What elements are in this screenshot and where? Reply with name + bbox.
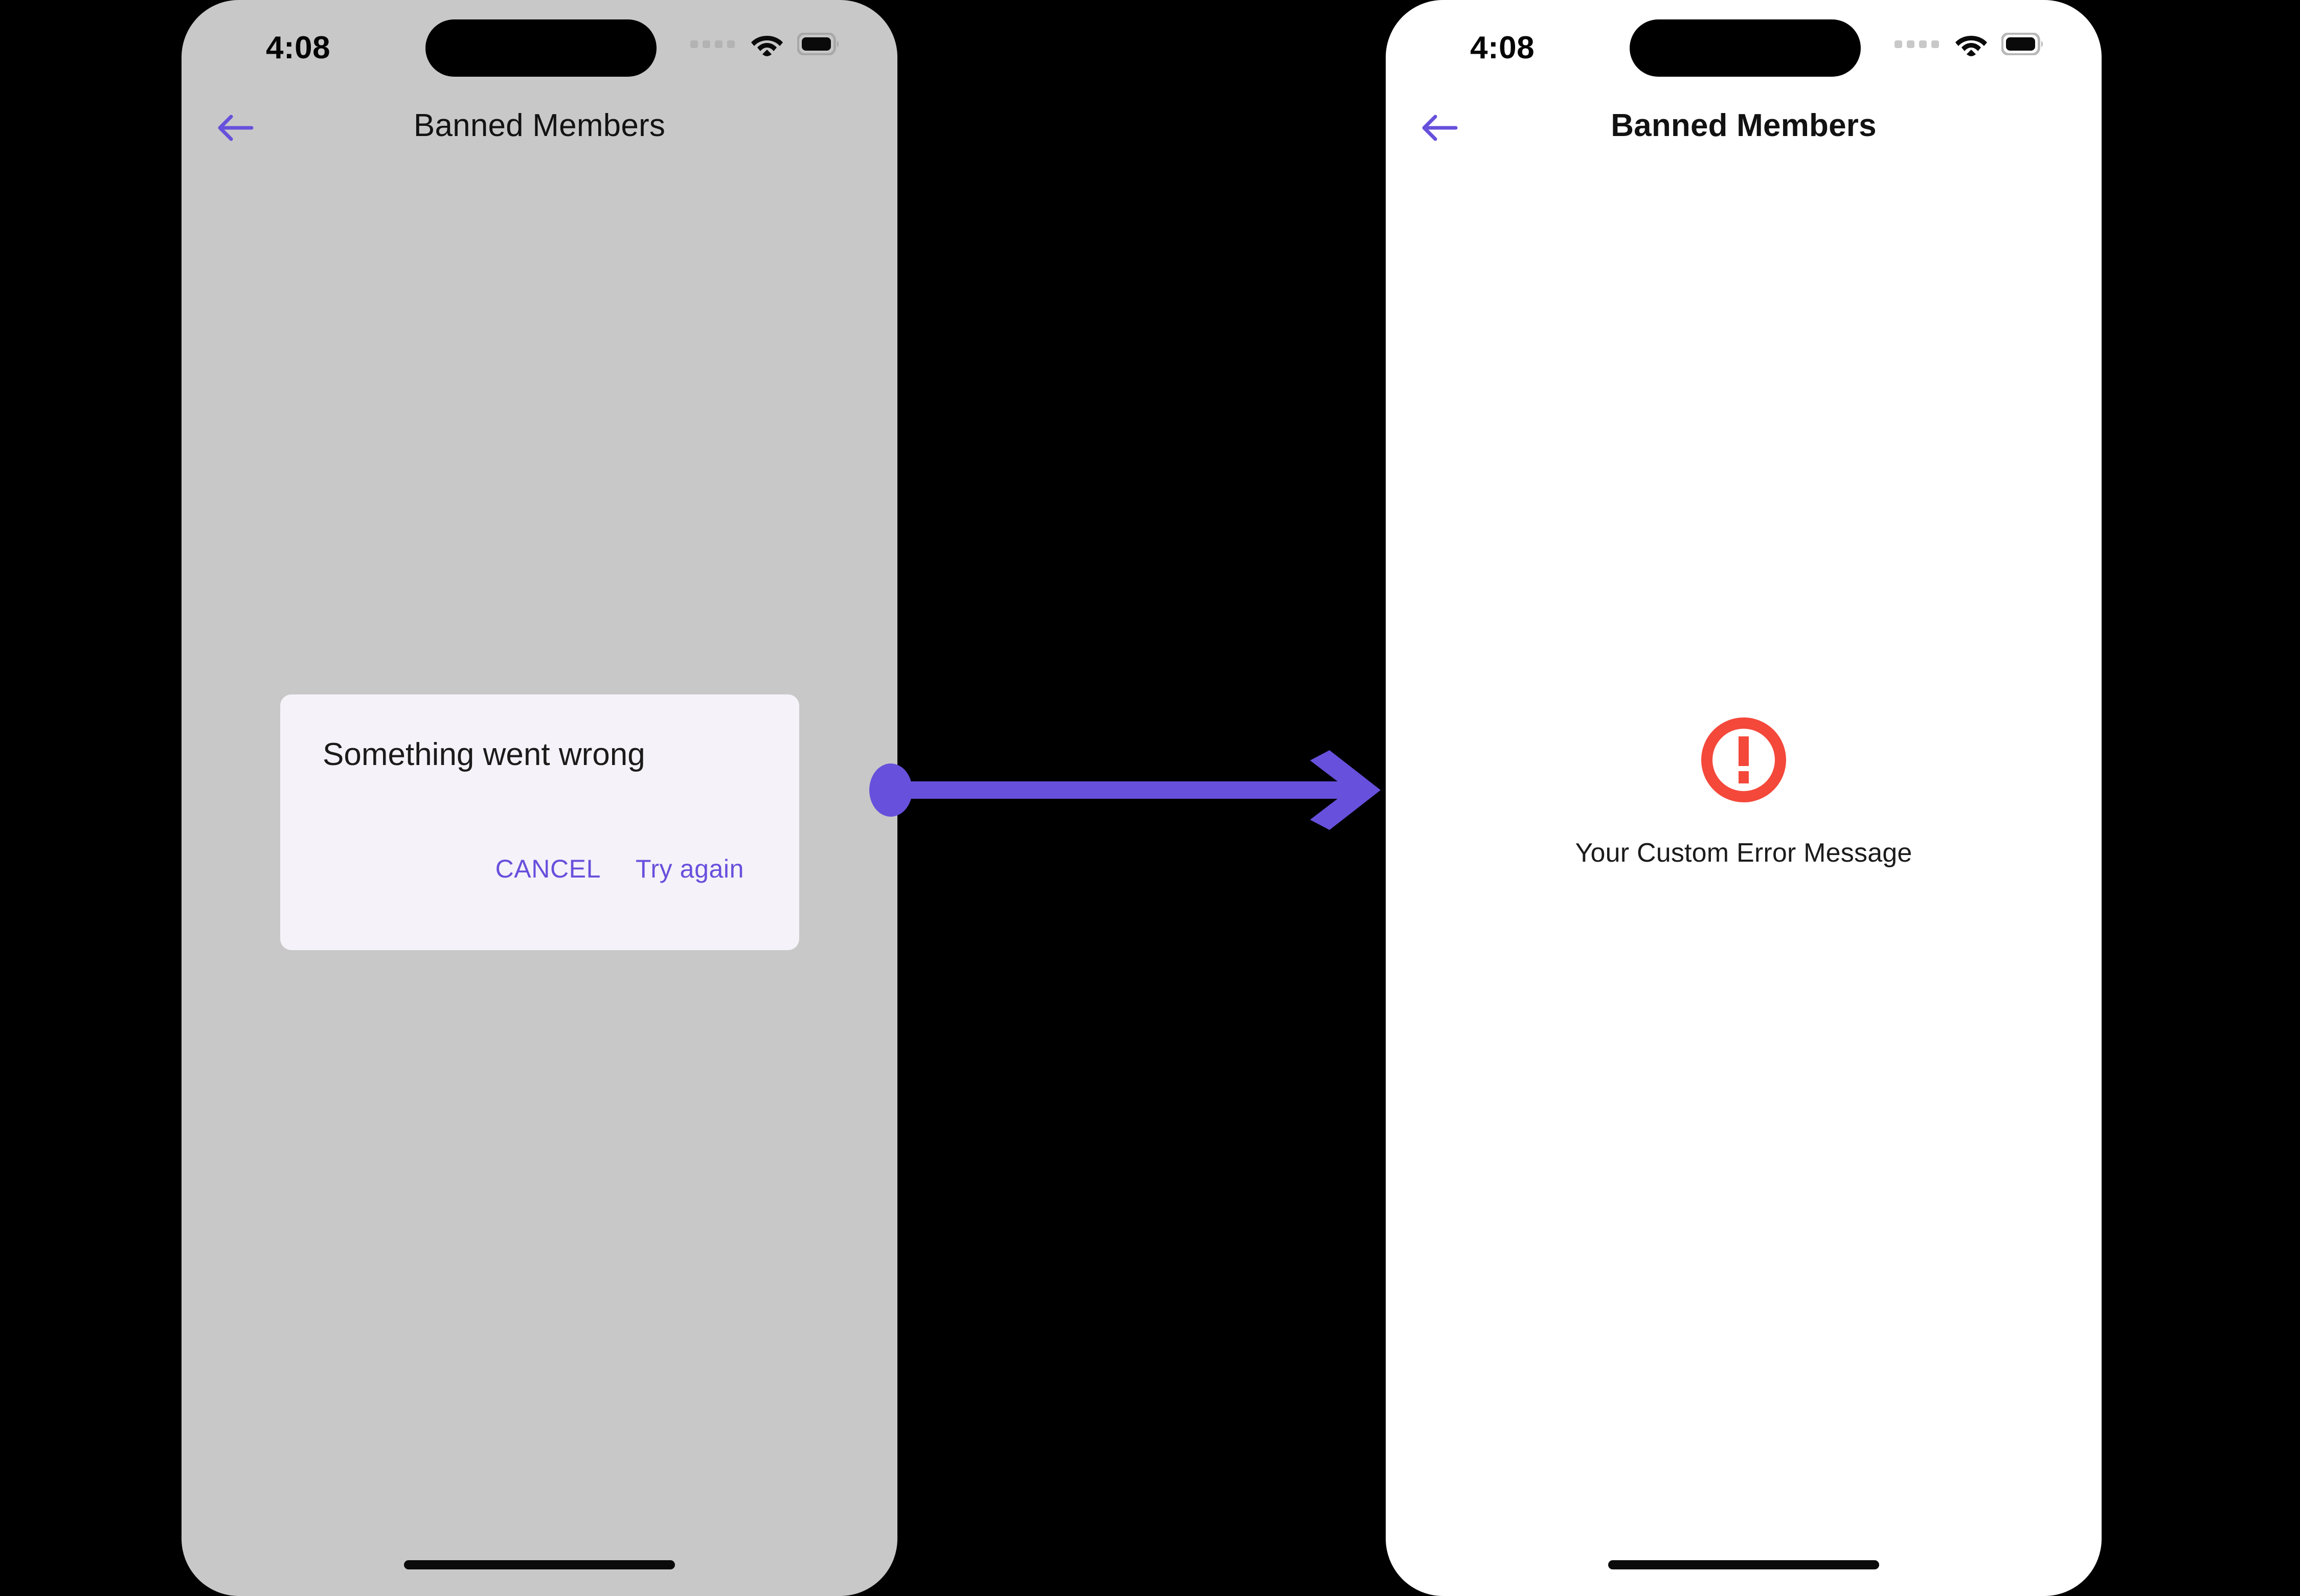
error-circle-exclamation-icon [1701,717,1786,802]
status-indicators [690,32,840,56]
status-time: 4:08 [1470,30,1535,65]
app-bar-after: Banned Members [1386,82,2102,169]
back-button[interactable] [1413,101,1466,154]
dynamic-island [425,19,657,77]
error-state-view: Your Custom Error Message [1386,717,2102,868]
status-bar-before: 4:08 [182,0,897,82]
arrow-left-icon [1422,115,1458,141]
error-alert-dialog: Something went wrong CANCEL Try again [280,694,799,950]
battery-full-icon [2001,33,2043,55]
arrow-left-icon [218,115,254,141]
home-indicator[interactable] [1608,1560,1879,1569]
phone-mockup-after: 4:08 [1386,0,2102,1596]
status-bar-after: 4:08 [1386,0,2102,82]
app-bar-before: Banned Members [182,82,897,169]
dialog-action-row: CANCEL Try again [478,843,761,895]
home-indicator[interactable] [404,1560,675,1569]
status-indicators [1895,32,2044,56]
page-title: Banned Members [1611,107,1877,143]
flow-connector-arrow [869,744,1411,836]
dialog-title: Something went wrong [323,737,645,772]
error-message-text: Your Custom Error Message [1575,838,1912,868]
cancel-button[interactable]: CANCEL [478,843,618,895]
back-button[interactable] [209,101,262,154]
wifi-icon [1955,36,1987,56]
status-time: 4:08 [266,30,331,65]
try-again-button[interactable]: Try again [618,843,761,895]
page-title: Banned Members [413,107,666,143]
cellular-dots-icon [1895,40,1939,48]
battery-full-icon [797,33,839,55]
cellular-dots-icon [690,40,735,48]
wifi-icon [751,36,783,56]
phone-mockup-before: 4:08 [182,0,897,1596]
dynamic-island [1630,19,1861,77]
